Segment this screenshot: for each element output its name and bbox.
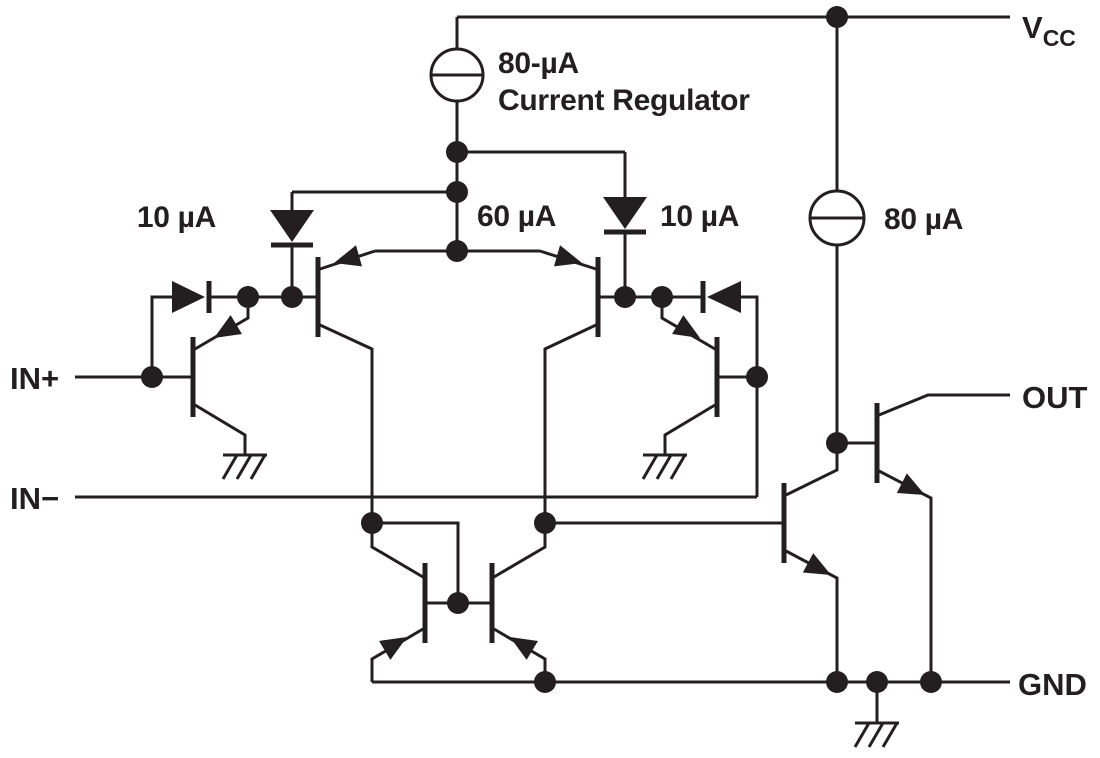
- diode-icon: [270, 210, 314, 242]
- chassis-ground-icon: [221, 453, 269, 481]
- transistor-collector: [370, 523, 424, 579]
- pnp-emitter-arrow-icon: [504, 627, 538, 660]
- chassis-ground-icon: [641, 453, 689, 481]
- transistor-collector: [878, 393, 1010, 417]
- junction-dot: [446, 181, 468, 203]
- diode-left-input-clamp: [150, 281, 318, 377]
- regulator-name-label: Current Regulator: [498, 84, 750, 117]
- transistor-emitter: [785, 549, 839, 682]
- pnp-emitter-arrow-icon: [330, 245, 363, 274]
- junction-dot: [826, 671, 848, 693]
- pin-label-in-plus: IN+: [10, 361, 59, 396]
- transistor-emitter: [660, 297, 716, 351]
- transistor-collector: [319, 323, 374, 523]
- diode-icon: [603, 197, 647, 229]
- pnp-emitter-arrow-icon: [672, 315, 706, 348]
- bias-distribution-node: 60 µA: [292, 141, 625, 262]
- current-regulator-80uA: 80-µA Current Regulator: [429, 17, 751, 251]
- pin-label-in-minus: IN−: [10, 481, 59, 516]
- junction-dot: [920, 671, 942, 693]
- transistor-emitter: [878, 469, 933, 682]
- diode-icon: [172, 281, 205, 313]
- transistor-collector: [194, 403, 247, 455]
- npn-emitter-arrow-icon: [896, 473, 930, 505]
- tail-current-label: 60 µA: [477, 200, 556, 233]
- junction-dot: [534, 671, 556, 693]
- chassis-ground-icon: [853, 721, 901, 749]
- ground-rail: GND: [372, 667, 1087, 749]
- wire: [150, 295, 172, 377]
- transistor-collector: [785, 443, 839, 497]
- transistor-collector: [663, 403, 716, 455]
- pnp-emitter-arrow-icon: [208, 315, 242, 348]
- regulator-value-label: 80-µA: [498, 47, 579, 80]
- transistor-mirror-right: [489, 512, 556, 682]
- diode-right-input-clamp: [598, 281, 768, 497]
- transistor-mirror-left: [361, 512, 428, 682]
- input-in-plus: IN+: [10, 361, 59, 396]
- transistor-right-differential: [539, 245, 601, 523]
- npn-emitter-arrow-icon: [802, 553, 837, 585]
- junction-dot: [446, 141, 468, 163]
- junction-dot: [614, 286, 636, 308]
- right-diode-current-label: 10 µA: [660, 200, 739, 233]
- current-source-80uA: 80 µA: [808, 17, 963, 454]
- transistor-emitter: [493, 627, 547, 682]
- transistor-collector: [543, 323, 597, 523]
- transistor-emitter: [194, 297, 250, 351]
- pin-label-vcc: VCC: [1022, 10, 1076, 51]
- diode-right-10uA: 10 µA: [603, 152, 739, 297]
- transistor-collector: [493, 523, 547, 579]
- junction-dot: [446, 240, 468, 262]
- wire: [372, 521, 460, 603]
- pnp-emitter-arrow-icon: [379, 627, 413, 660]
- transistor-left-differential: [315, 245, 376, 523]
- diode-left-10uA: 10 µA: [137, 192, 314, 297]
- output-source-current-label: 80 µA: [884, 203, 963, 236]
- transistor-in-plus-input: [75, 297, 269, 481]
- transistor-output: OUT: [837, 380, 1088, 682]
- wire: [741, 295, 759, 497]
- junction-dot: [141, 366, 163, 388]
- transistor-emitter: [370, 627, 424, 682]
- power-rail-vcc: VCC: [457, 6, 1076, 51]
- diode-icon: [707, 281, 741, 313]
- junction-dot: [281, 286, 303, 308]
- junction-dot: [447, 592, 469, 614]
- input-in-minus: IN−: [10, 481, 757, 516]
- mirror-base-link: [372, 521, 784, 614]
- transistor-in-minus-input: [641, 297, 757, 481]
- left-diode-current-label: 10 µA: [137, 201, 216, 234]
- pnp-emitter-arrow-icon: [553, 245, 586, 274]
- transistor-driver: [781, 443, 839, 682]
- pin-label-out: OUT: [1022, 380, 1088, 415]
- pin-label-gnd: GND: [1018, 667, 1087, 702]
